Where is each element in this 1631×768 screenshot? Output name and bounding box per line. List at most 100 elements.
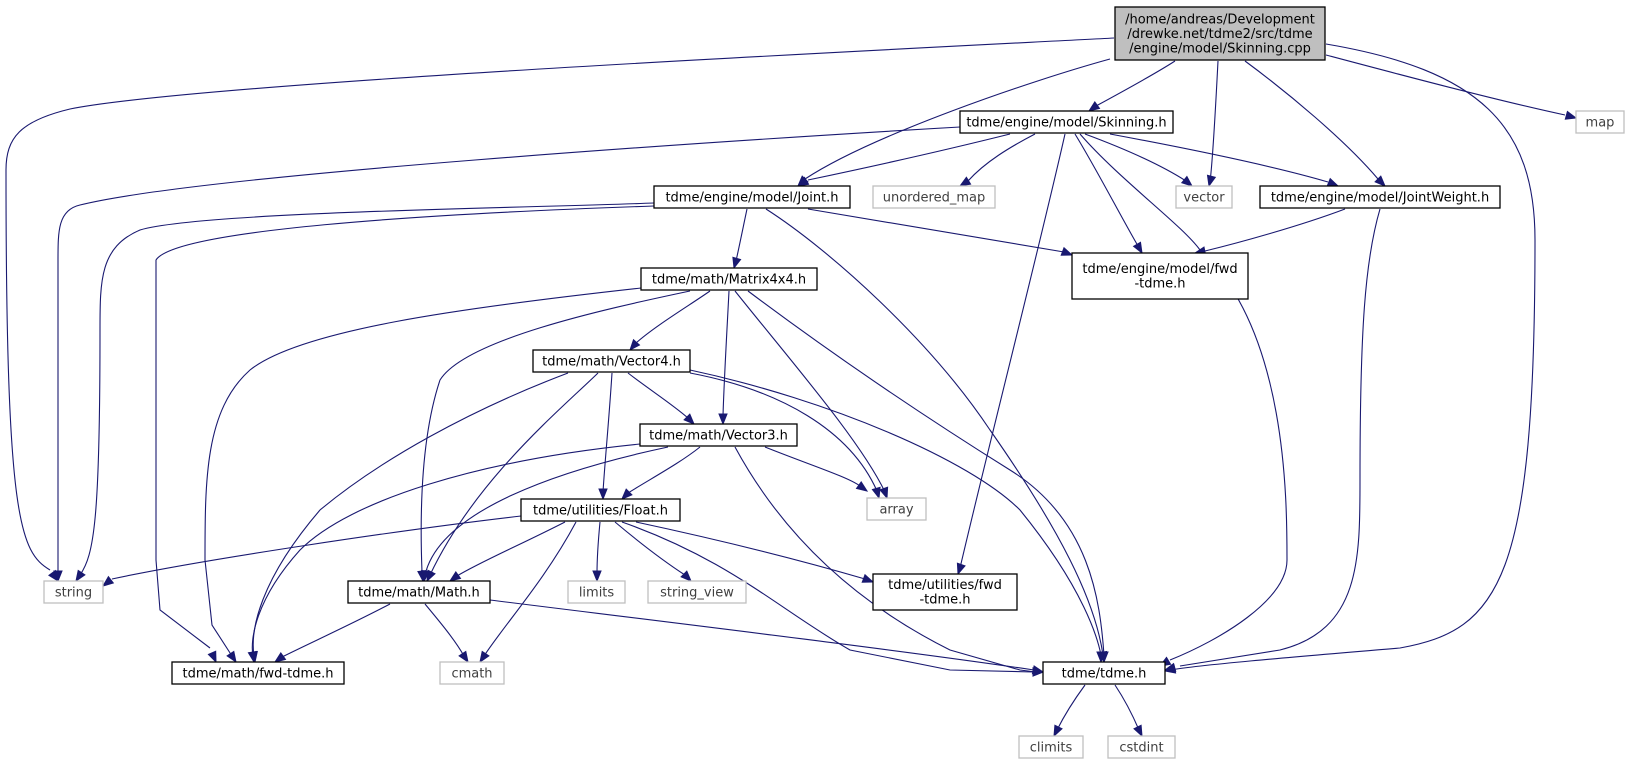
edge-line xyxy=(57,126,961,575)
node-vector3-h[interactable]: tdme/math/Vector3.h xyxy=(639,423,798,447)
node-math-fwd[interactable]: tdme/math/fwd-tdme.h xyxy=(171,661,345,685)
edge-line xyxy=(420,290,691,573)
node-utilities-fwd[interactable]: tdme/utilities/fwd-tdme.h xyxy=(872,573,1018,611)
edge-float-h-to-string xyxy=(101,515,522,587)
edge-line xyxy=(1209,60,1219,183)
edge-line xyxy=(734,446,1037,673)
node-label: tdme/math/Vector3.h xyxy=(649,428,788,443)
node-model-fwd[interactable]: tdme/engine/model/fwd-tdme.h xyxy=(1071,252,1249,300)
edge-line xyxy=(1079,133,1288,661)
edge-joint-h-to-model-fwd xyxy=(807,208,1074,256)
edge-line xyxy=(489,599,1035,671)
edge-line xyxy=(764,446,861,487)
node-label: tdme/math/fwd-tdme.h xyxy=(182,666,333,681)
edge-arrowhead xyxy=(53,570,63,583)
node-box xyxy=(640,267,818,291)
node-matrix4x4-h[interactable]: tdme/math/Matrix4x4.h xyxy=(640,267,818,291)
edge-arrowhead xyxy=(1133,724,1143,738)
edge-line xyxy=(959,133,1066,569)
node-tdme-h[interactable]: tdme/tdme.h xyxy=(1042,661,1166,685)
node-label: tdme/math/Matrix4x4.h xyxy=(652,272,806,287)
node-box xyxy=(1107,735,1176,759)
node-label: cstdint xyxy=(1119,740,1163,755)
edge-arrowhead xyxy=(1326,177,1340,187)
edge-line xyxy=(804,58,1111,180)
node-label: /home/andreas/Development xyxy=(1125,12,1315,27)
edge-arrowhead xyxy=(1053,724,1063,738)
node-label: tdme/engine/model/JointWeight.h xyxy=(1271,190,1489,205)
edge-arrowhead xyxy=(1206,174,1217,188)
edge-matrix4x4-h-to-array xyxy=(734,290,889,500)
edge-line xyxy=(765,208,1104,656)
edge-arrowhead xyxy=(621,488,633,500)
edge-line xyxy=(1325,54,1566,116)
node-box xyxy=(1071,252,1249,300)
node-math-h[interactable]: tdme/math/Math.h xyxy=(347,580,491,604)
node-unordered-map: unordered_map xyxy=(872,185,996,209)
node-box xyxy=(1259,185,1501,209)
edge-vector3-h-to-tdme-h xyxy=(734,446,1045,677)
node-cmath: cmath xyxy=(439,661,505,685)
edge-vector4-h-to-math-fwd xyxy=(248,372,569,664)
edge-arrowhead xyxy=(1031,665,1045,675)
node-skinning-h[interactable]: tdme/engine/model/Skinning.h xyxy=(959,110,1174,134)
edge-arrowhead xyxy=(598,488,608,501)
edge-arrowhead xyxy=(273,652,287,663)
edge-line xyxy=(424,603,465,657)
node-box xyxy=(1114,6,1326,61)
edge-float-h-to-utilities-fwd xyxy=(635,521,875,583)
node-vector4-h[interactable]: tdme/math/Vector4.h xyxy=(532,349,691,373)
node-float-h[interactable]: tdme/utilities/Float.h xyxy=(520,498,681,522)
edge-line xyxy=(807,208,1065,253)
edge-arrowhead xyxy=(1060,246,1074,256)
edge-line xyxy=(5,37,1115,571)
node-box xyxy=(866,497,927,521)
node-box xyxy=(520,498,681,522)
edge-arrowhead xyxy=(207,650,217,664)
edge-tdme-h-to-cstdint xyxy=(1114,684,1143,738)
edge-arrowhead xyxy=(683,413,695,425)
edge-arrowhead xyxy=(1096,651,1106,664)
node-label: /engine/model/Skinning.cpp xyxy=(1129,41,1311,56)
node-box xyxy=(872,573,1018,611)
edge-skinning-h-to-utilities-fwd xyxy=(956,133,1066,576)
edge-matrix4x4-h-to-math-fwd xyxy=(204,287,642,664)
edge-arrowhead xyxy=(861,573,875,583)
edge-line xyxy=(251,443,641,657)
node-jointweight-h[interactable]: tdme/engine/model/JointWeight.h xyxy=(1259,185,1501,209)
edge-joint-h-to-math-fwd xyxy=(155,205,655,664)
node-label: tdme/math/Math.h xyxy=(358,585,480,600)
edge-line xyxy=(635,290,711,344)
edge-vector4-h-to-tdme-h xyxy=(689,369,1106,664)
node-box xyxy=(1018,735,1084,759)
edge-line xyxy=(807,133,1011,181)
node-label: tdme/math/Vector4.h xyxy=(542,354,681,369)
node-box xyxy=(171,661,345,685)
node-skinning-cpp[interactable]: /home/andreas/Development/drewke.net/tdm… xyxy=(1114,6,1326,61)
edge-skinning-cpp-to-jointweight-h xyxy=(1244,60,1386,187)
edge-arrowhead xyxy=(1564,110,1578,120)
edge-line xyxy=(111,515,522,580)
edge-arrowhead xyxy=(1180,175,1194,187)
edge-line xyxy=(602,372,613,493)
edge-arrowhead xyxy=(247,650,257,664)
edge-vector3-h-to-math-h xyxy=(421,446,669,583)
edge-joint-h-to-string xyxy=(75,202,655,583)
node-label: -tdme.h xyxy=(1134,277,1185,292)
edge-math-h-to-cmath xyxy=(424,603,469,664)
edge-line xyxy=(1114,684,1140,731)
node-box xyxy=(1575,110,1625,134)
edge-arrowhead xyxy=(479,650,490,664)
edge-joint-h-to-matrix4x4-h xyxy=(732,208,748,270)
node-box xyxy=(1042,661,1166,685)
node-joint-h[interactable]: tdme/engine/model/Joint.h xyxy=(653,185,851,209)
node-string: string xyxy=(43,580,104,604)
edge-line xyxy=(1095,60,1176,107)
node-label: tdme/engine/model/Skinning.h xyxy=(966,115,1166,130)
edge-line xyxy=(621,521,1035,673)
node-box xyxy=(653,185,851,209)
edge-arrowhead xyxy=(855,481,869,492)
edge-skinning-h-to-tdme-h xyxy=(1079,133,1288,667)
edge-matrix4x4-h-to-vector3-h xyxy=(718,290,730,426)
